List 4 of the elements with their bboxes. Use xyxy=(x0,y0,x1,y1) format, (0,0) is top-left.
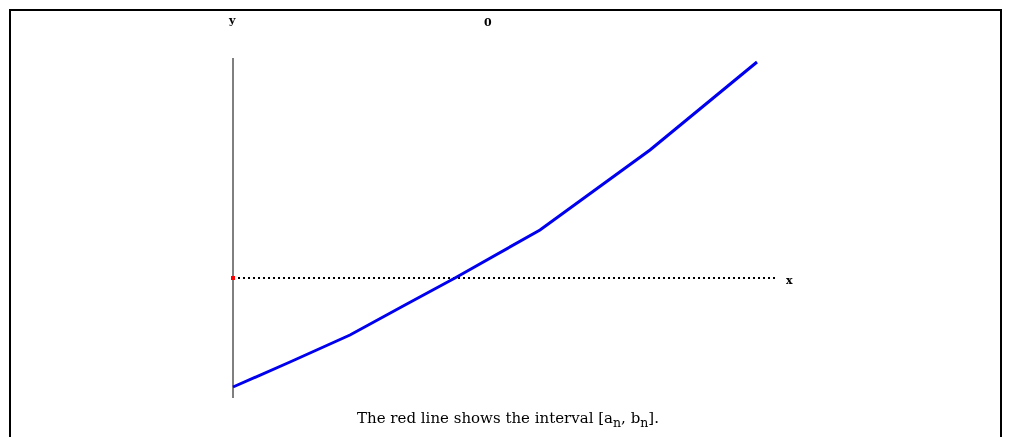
axis-label: 0 xyxy=(484,17,492,28)
axis-label: y xyxy=(229,15,236,26)
caption: The red line shows the interval [a$_{n}$, b$_{n}$]. xyxy=(357,409,659,427)
axis-label: x xyxy=(786,275,793,286)
